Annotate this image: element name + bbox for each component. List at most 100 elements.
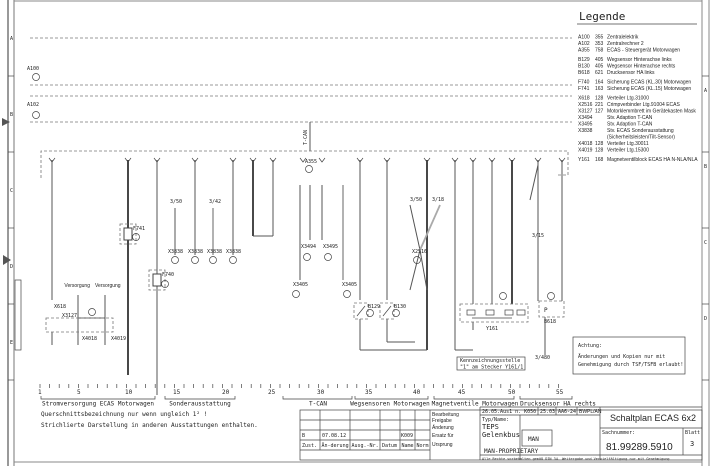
scale-number: 10 (125, 389, 133, 396)
fuse-f741-icon (123, 227, 133, 241)
scale-number: 35 (365, 389, 373, 396)
legend-code: X3495 (578, 122, 593, 128)
legend-text: Magnetventilblock ECAS HA N-NLA/NLA (607, 157, 698, 163)
legend-page: 758 (595, 48, 604, 54)
revision-date: 07.08.12 (322, 433, 346, 439)
cross-ref-label: 3/18 (432, 197, 444, 203)
module-label: A100 (27, 66, 39, 72)
legend-page: 221 (595, 102, 604, 108)
title-block (299, 406, 703, 461)
module-a102: A102 (27, 95, 572, 123)
column-header: Ausg.-Nr. (352, 443, 379, 449)
title-block-label: Ursprung (432, 442, 453, 448)
valve-block-y161 (459, 303, 529, 323)
component-label: X4018 (82, 336, 97, 342)
wire (419, 204, 441, 251)
component-label: X618 (54, 304, 66, 310)
legend-code: B618 (578, 70, 590, 76)
component-label: X3405 (342, 282, 357, 288)
supply-label: Versorgung (64, 283, 90, 289)
cross-ref-label: 3/50 (170, 199, 182, 205)
section-label: Wegsensoren Motorwagen (350, 401, 430, 408)
border-row-label: B (704, 164, 707, 170)
connector-pin-icon (534, 157, 542, 163)
component-label: X3494 (301, 244, 316, 250)
sheet-ref-icon (32, 111, 40, 119)
x3127-box (45, 317, 114, 333)
section-bracket (282, 396, 353, 400)
sheet-ref-icon (305, 165, 313, 173)
scale-number: 40 (413, 389, 421, 396)
title-block-label: Änderung (432, 424, 454, 431)
title-block-ref: BWPL/AN (579, 409, 602, 415)
legend-text: Crimpverbinder Ltg.91004 ECAS (607, 102, 680, 108)
warning-title: Achtung: (578, 343, 602, 349)
connector-label: X3838 (188, 249, 203, 255)
legend-text: Sicherung ECAS (KL.30) Motorwagen (607, 80, 691, 86)
legend-page: 168 (595, 157, 604, 163)
components-right: Y161 P B618 3/15 3/480 (459, 233, 565, 361)
module-label: A102 (27, 102, 39, 108)
legend-code: X2516 (578, 102, 593, 108)
border-row-label: A (704, 88, 707, 94)
warning-text: Änderungen und Kopien nur mit (578, 353, 665, 360)
legend-text: Drucksensor HA links (607, 70, 655, 76)
note-text: Kennzeichnungsstelle (460, 358, 520, 364)
legend-title: Legende (579, 10, 625, 23)
module-a100: A100 (27, 37, 572, 86)
column-header: Norm (417, 443, 429, 449)
connector-pin-icon (558, 157, 566, 163)
legend-text: Verteiler Ltg.31000 (607, 96, 649, 102)
legend-code: F740 (578, 80, 590, 86)
connector-label: X3838 (226, 249, 241, 255)
connector-pin-icon (124, 157, 132, 163)
column-header: Än-derung (322, 442, 349, 449)
title-block-label: Bearbeitung (432, 412, 459, 418)
border-row-label: D (10, 264, 13, 270)
sheet-marker-icon (3, 255, 11, 265)
legend-page: 128 (595, 96, 604, 102)
section-label: Magnetventile Motorwagen (432, 401, 519, 408)
section-label: Sonderausstattung (169, 401, 231, 408)
legend-text: Verteiler Ltg.30011 (607, 141, 649, 147)
legend-code: A100 (578, 35, 590, 41)
legend-page: 621 (595, 70, 604, 76)
legend-text: ECAS - Steuergerät Motorwagen (607, 48, 680, 54)
section-label: Drucksensor HA rechts (520, 401, 596, 408)
legend-code: B129 (578, 57, 590, 63)
section-label: T-CAN (309, 401, 327, 408)
legend-page: 355 (595, 35, 604, 41)
legend-page: 127 (595, 109, 604, 115)
scale-number: 30 (317, 389, 325, 396)
border-row-label: A (10, 36, 13, 42)
section-bracket (164, 396, 236, 400)
type-label: Typ/Name: (482, 417, 509, 423)
legend-code: X3494 (578, 115, 593, 121)
legend-page: 405 (595, 64, 604, 70)
legend-page: 164 (595, 80, 604, 86)
drawing-number: 81.99289.5910 (606, 442, 673, 453)
drawing-title: Schaltplan ECAS 6x2 (610, 413, 696, 423)
section-label: Stromversorgung ECAS Motorwagen (42, 401, 154, 408)
connector-pin-icon (299, 157, 307, 163)
warning-text: Genehmigung durch TSF/TSFB erlaubt! (578, 362, 683, 368)
title-block-ref: AA6-24 (558, 409, 576, 415)
type-value: TEPS (482, 423, 499, 431)
title-block-dates: 26.05.Aus1 n. K050 (482, 409, 536, 415)
legend-page: 128 (595, 148, 604, 154)
legend-code: A102 (578, 41, 590, 47)
connector-pin-icon (488, 157, 496, 163)
section-bracket (40, 396, 156, 400)
border-row-label: E (10, 340, 13, 346)
border-row-label: C (10, 188, 13, 194)
fuse-f740-icon (152, 273, 162, 287)
revision-stamp: K009 (401, 433, 413, 439)
